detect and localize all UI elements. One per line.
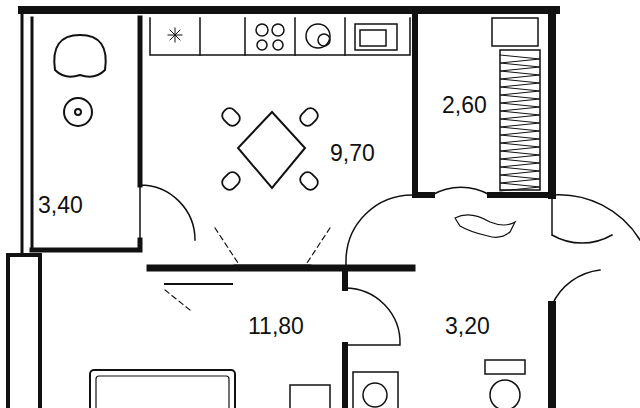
room-area: 3,40 — [36, 193, 85, 218]
room-area: 3,20 — [443, 314, 492, 339]
room-area: 11,80 — [246, 314, 306, 339]
room-area: 2,60 — [440, 93, 489, 118]
room-area: 9,70 — [328, 141, 377, 166]
